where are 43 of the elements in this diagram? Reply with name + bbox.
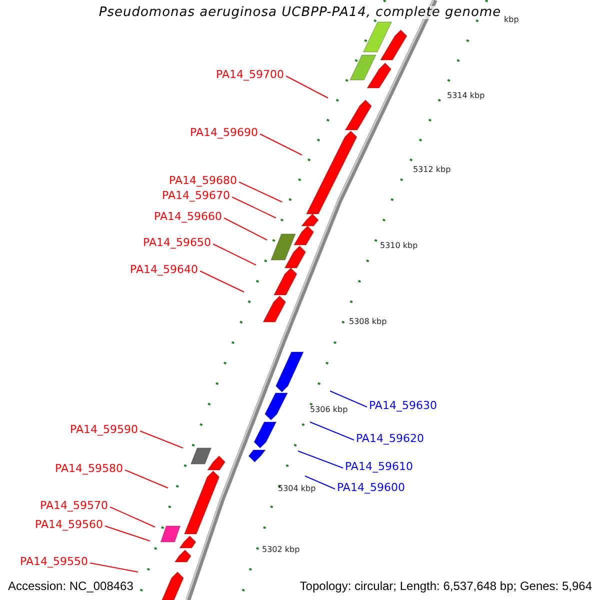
leader-line (260, 134, 302, 156)
scale-label: 5302 kbp (262, 546, 300, 554)
gene-label: PA14_59700 (216, 69, 284, 80)
gene-label: PA14_59690 (190, 127, 258, 138)
gene-label: PA14_59550 (20, 556, 88, 567)
leader-line (304, 476, 336, 490)
gene-label: PA14_59650 (143, 237, 211, 248)
leader-line (238, 182, 282, 202)
gene-label: PA14_59600 (337, 482, 405, 493)
leader-line (232, 196, 276, 218)
gene-label: PA14_59640 (130, 264, 198, 275)
leader-line (140, 430, 184, 448)
scale-label: 5304 kbp (278, 485, 316, 493)
leader-line (124, 470, 168, 488)
leader-line (90, 562, 138, 572)
genome-info-text: Topology: circular; Length: 6,537,648 bp; Genes: 5,964 (300, 580, 592, 592)
scale-label: 5310 kbp (380, 242, 418, 250)
leader-line (224, 218, 268, 240)
leader-line (212, 244, 256, 266)
leader-line (298, 450, 344, 468)
leader-line (330, 390, 368, 408)
leader-line (286, 76, 328, 98)
scale-label: 5312 kbp (413, 166, 451, 174)
accession-text: Accession: NC_008463 (8, 580, 134, 592)
gene-label: PA14_59570 (40, 500, 108, 511)
leader-line (104, 526, 150, 542)
gene-label: PA14_59630 (369, 400, 437, 411)
scale-label: 5308 kbp (349, 318, 387, 326)
title: Pseudomonas aeruginosa UCBPP-PA14, complete genome (98, 6, 502, 19)
gene-label: PA14_59620 (356, 433, 424, 444)
scale-label: kbp (504, 16, 519, 24)
gene-label: PA14_59660 (154, 211, 222, 222)
leader-line (200, 270, 244, 292)
leader-line (310, 422, 354, 440)
gene-label: PA14_59590 (70, 424, 138, 435)
gene-label: PA14_59670 (162, 190, 230, 201)
gene-label: PA14_59610 (345, 461, 413, 472)
gene-label: PA14_59560 (35, 519, 103, 530)
leader-line (110, 506, 156, 528)
scale-label: 5306 kbp (310, 406, 348, 414)
gene-label: PA14_59680 (169, 175, 237, 186)
gene-label: PA14_59580 (55, 463, 123, 474)
scale-label: 5314 kbp (447, 92, 485, 100)
